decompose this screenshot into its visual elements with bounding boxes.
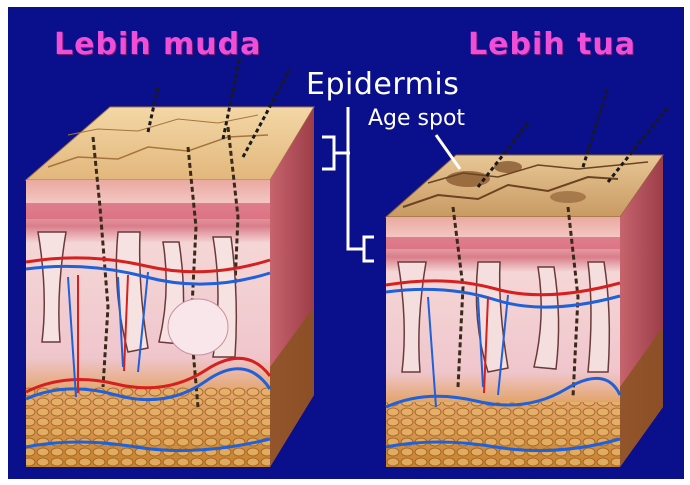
epidermis-bracket-young — [322, 137, 350, 169]
older-label: Lebih tua — [468, 27, 636, 62]
young-skin-block — [26, 57, 314, 467]
old-skin-block — [386, 87, 668, 467]
younger-label: Lebih muda — [54, 27, 261, 62]
age-spot-label: Age spot — [368, 106, 465, 131]
diagram-frame: Lebih muda Lebih tua Epidermis Age spot — [8, 7, 684, 479]
epidermis-label: Epidermis — [306, 67, 459, 102]
